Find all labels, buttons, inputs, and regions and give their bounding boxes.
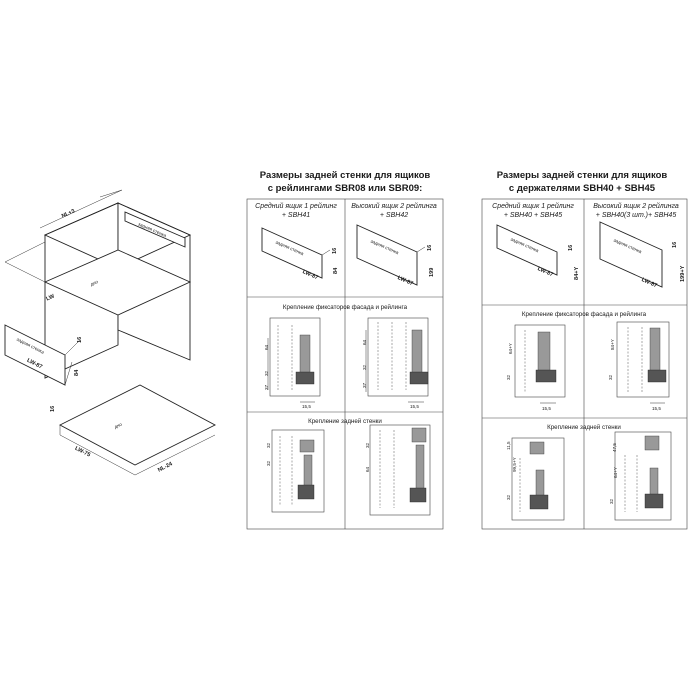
- group-right-col2-1: Высокий ящик 2 рейлинга: [593, 202, 679, 210]
- dim-32-r2: 32: [608, 374, 613, 380]
- group-left-col1-2: + SBH41: [282, 212, 310, 219]
- group-left-col2-2: + SBH42: [380, 212, 408, 219]
- dim-99-r3: 99,5+Y: [512, 457, 517, 472]
- dim-64y-r1: 64+Y: [508, 343, 513, 354]
- dim-bottom-h: 16: [50, 406, 56, 412]
- dim-32-l1: 32: [264, 370, 269, 376]
- group-left-section-2: Крепление задней стенки: [308, 418, 382, 425]
- panel1-h: 16: [332, 248, 338, 254]
- group-right-title-2: с держателями SBH40 + SBH45: [509, 183, 656, 194]
- bottom-panel-part: [59, 384, 216, 466]
- group-right-col1-1: Средний ящик 1 рейлинг: [492, 202, 574, 210]
- holder-back-detail-1: 11,5 99,5+Y 32: [506, 437, 565, 521]
- group-right-section-2: Крепление задней стенки: [547, 424, 621, 431]
- dim-32-r1: 32: [506, 374, 511, 380]
- dim-top-width: NL+3: [61, 208, 76, 219]
- holder-back-detail-2: 47,5 64+Y 32: [609, 431, 672, 521]
- dim-15-r1: 15,5: [542, 406, 551, 411]
- bottom-panel-label: дно: [114, 421, 124, 429]
- holder-panel-tall: [599, 221, 663, 288]
- back-panel-tall: [356, 224, 418, 286]
- dim-32-l2: 32: [362, 364, 367, 370]
- dim-15-r2: 15,5: [652, 406, 661, 411]
- dim-64-l2: 64: [362, 339, 367, 345]
- dim-32-r3: 32: [506, 494, 511, 500]
- holder-fix-detail-1: 64+Y 32 15,5: [506, 324, 566, 411]
- group-railings: Размеры задней стенки для ящиков с рейли…: [246, 170, 444, 530]
- back-fix-detail-left-2: 32 64: [365, 424, 431, 516]
- dim-32-l4: 32: [266, 460, 271, 466]
- dim-32-l5: 32: [365, 442, 370, 448]
- dim-84y-r4: 64+Y: [613, 467, 618, 478]
- dim-15-l2: 15,5: [410, 404, 419, 409]
- dim-back-h2: 84: [74, 369, 80, 376]
- dim-37-l1: 37: [264, 384, 269, 390]
- rpanel2-h: 16: [672, 242, 678, 248]
- dim-15-l1: 15,5: [302, 404, 311, 409]
- dim-32-l3: 32: [266, 442, 271, 448]
- dim-32-r4: 32: [609, 498, 614, 504]
- back-panel-medium: [261, 227, 323, 279]
- rpanel1-hh: 84+Y: [574, 267, 580, 280]
- dim-47-r4: 47,5: [612, 443, 617, 452]
- dim-11-r3: 11,5: [506, 441, 511, 450]
- group-left-section-1: Крепление фиксаторов фасада и рейлинга: [283, 304, 408, 311]
- group-left-title-2: с рейлингами SBR08 или SBR09:: [268, 183, 423, 194]
- fixing-detail-left-2: 64 32 37 15,5: [362, 317, 429, 409]
- cabinet-isometric: NL+3 дно задняя стенка LW задняя стенка …: [4, 189, 216, 476]
- dim-64-l1: 64: [264, 344, 269, 350]
- group-left-col2-1: Высокий ящик 2 рейлинга: [351, 202, 437, 210]
- group-right-col1-2: + SBH40 + SBH45: [504, 212, 562, 219]
- dim-side-depth: LW: [45, 293, 56, 302]
- floor-label: дно: [90, 279, 100, 287]
- dim-back-h1: 16: [77, 337, 83, 343]
- group-right-section-1: Крепление фиксаторов фасада и рейлинга: [522, 311, 647, 318]
- dim-64-l6: 64: [365, 466, 370, 472]
- holder-fix-detail-2: 84+Y 32 15,5: [608, 321, 670, 411]
- holder-panel-medium: [496, 224, 558, 276]
- dim-37-l2: 37: [362, 382, 367, 388]
- back-fix-detail-left-1: 32 32: [266, 429, 325, 513]
- dim-84y-r2: 84+Y: [610, 339, 615, 350]
- group-left-title-1: Размеры задней стенки для ящиков: [260, 170, 431, 181]
- dim-bottom-w: LW-75: [74, 446, 91, 459]
- fixing-detail-left-1: 64 32 37 15,5: [264, 317, 321, 409]
- rpanel1-h: 16: [568, 245, 574, 251]
- panel1-hh: 84: [333, 267, 339, 274]
- rpanel2-hh: 199+Y: [680, 265, 686, 282]
- group-left-col1-1: Средний ящик 1 рейлинг: [255, 202, 337, 210]
- panel2-hh: 199: [429, 268, 435, 277]
- group-right-col2-2: + SBH40(3 шт.)+ SBH45: [596, 212, 677, 219]
- group-holders: Размеры задней стенки для ящиков с держа…: [481, 170, 688, 530]
- group-right-title-1: Размеры задней стенки для ящиков: [497, 170, 668, 181]
- drawer-floor: [43, 249, 192, 316]
- panel2-h: 16: [427, 245, 433, 251]
